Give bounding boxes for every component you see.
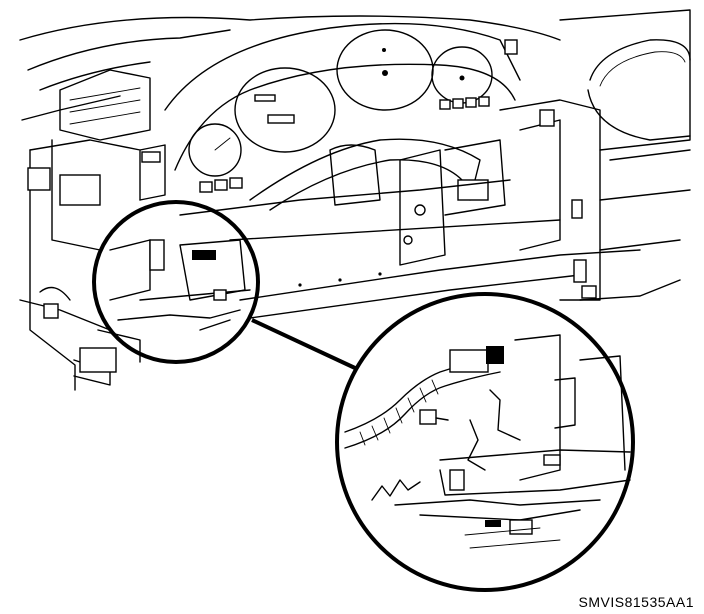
leader-line: [251, 318, 356, 370]
figure-reference-code: SMVIS81535AA1: [578, 594, 694, 610]
dashboard-outline: [19, 9, 691, 391]
detail-locator-circle: [79, 200, 260, 373]
magnified-detail-circle: [335, 292, 635, 592]
